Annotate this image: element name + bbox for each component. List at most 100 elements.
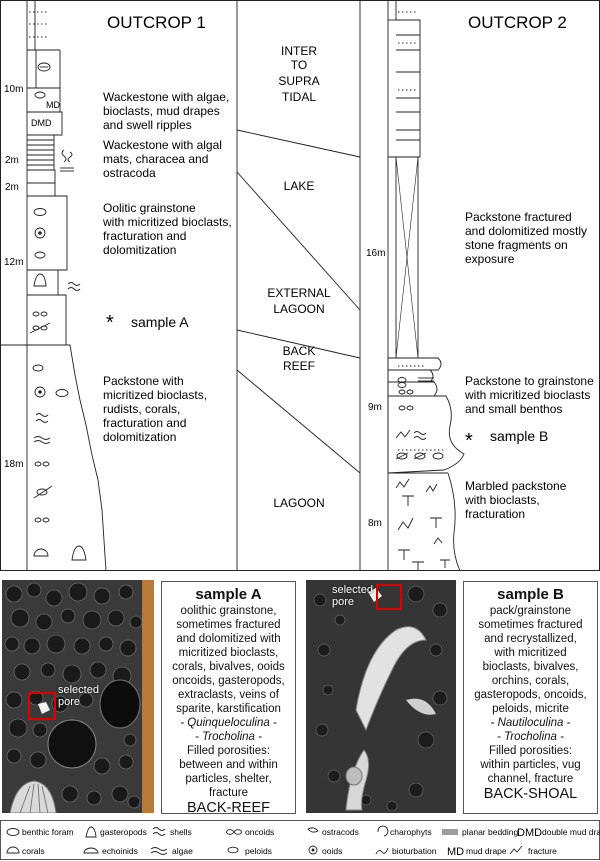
svg-text:ostracoda: ostracoda	[103, 166, 156, 180]
outcrop1-dotted-layers	[29, 11, 48, 38]
outcrop2-symbols	[395, 377, 450, 570]
svg-text:Packstone to grainstone: Packstone to grainstone	[465, 374, 594, 388]
legend-ooids: ooids	[322, 846, 342, 856]
env-back-reef: BACK REEF	[283, 344, 316, 373]
fracture-icon	[509, 845, 523, 855]
photo-a-texture	[2, 580, 154, 813]
svg-text:INTER: INTER	[281, 44, 317, 58]
sample-a-line-4: corals, bivalves, ooids	[172, 661, 285, 673]
sample-a-porosity-1: between and within	[179, 759, 278, 771]
legend-md-abbr: MD	[447, 846, 464, 858]
legend-planar-bedding: planar bedding	[462, 827, 519, 837]
sample-a-line-6: extraclasts, veins of	[178, 689, 279, 701]
outcrop1-height-4: 18m	[4, 459, 23, 470]
svg-text:fracturation and: fracturation and	[103, 416, 186, 430]
outcrop1-sample-star: *	[106, 312, 114, 334]
svg-text:bioclasts, mud drapes: bioclasts, mud drapes	[103, 104, 220, 118]
sample-b-title: sample B	[497, 586, 564, 603]
oncoids-icon	[226, 829, 242, 835]
svg-text:stone fragments on: stone fragments on	[465, 238, 568, 252]
sample-b-porosity-2: channel, fracture	[487, 773, 574, 785]
photo-a-label: selected pore	[58, 684, 99, 708]
gasteropods-icon	[85, 826, 97, 838]
sample-a-line-1: sometimes fractured	[176, 619, 281, 631]
layer-label-dmd: DMD	[31, 118, 52, 128]
outcrop2-desc-0: Packstone fractured and dolomitized most…	[465, 210, 587, 266]
legend: benthic foram gasteropods shells oncoids…	[0, 820, 600, 860]
svg-text:fracturation and: fracturation and	[103, 229, 186, 243]
svg-text:and small benthos: and small benthos	[465, 402, 562, 416]
svg-text:micritized bioclasts,: micritized bioclasts,	[103, 388, 207, 402]
outcrop1-desc-3: Packstone with micritized bioclasts, rud…	[103, 374, 207, 444]
outcrop2-height-1: 9m	[368, 402, 382, 413]
legend-mud-drape: mud drape	[466, 846, 507, 856]
outcrop1-height-0: 10m	[4, 84, 23, 95]
svg-text:with bioclasts,: with bioclasts,	[464, 493, 540, 507]
sample-a-line-5: oncoids, gasteropods,	[172, 675, 285, 687]
photo-b-label: selected pore	[332, 584, 373, 608]
svg-text:and dolomitized mostly: and dolomitized mostly	[465, 224, 587, 238]
legend-double-mud-drape: double mud drape	[542, 827, 600, 837]
sample-a-taxon-1: - Trocholina -	[195, 731, 262, 743]
svg-text:exposure: exposure	[465, 252, 515, 266]
outcrop1-title: OUTCROP 1	[107, 13, 206, 32]
legend-oncoids: oncoids	[245, 827, 274, 837]
sample-a-line-3: micritized bioclasts,	[178, 647, 279, 659]
outcrop2-sample-star: *	[465, 430, 473, 452]
outcrop2-dotted-layers	[398, 11, 445, 451]
svg-text:BACK: BACK	[283, 344, 316, 358]
sample-a-facies: BACK-REEF	[187, 800, 270, 816]
environment-column	[236, 0, 361, 571]
outcrop1-symbols	[29, 62, 87, 561]
sample-b-line-4: bioclasts, bivalves,	[482, 661, 579, 673]
sample-b-porosity-0: Filled porosities:	[488, 745, 573, 757]
ostracods-icon	[307, 827, 319, 833]
shells-icon	[152, 827, 166, 836]
legend-algae: algae	[172, 846, 193, 856]
photo-b-texture	[306, 580, 456, 813]
sample-b-line-0: pack/grainstone	[489, 605, 572, 617]
legend-gasteropods: gasteropods	[100, 827, 147, 837]
svg-text:Wackestone with algal: Wackestone with algal	[103, 138, 222, 152]
photo-b-label-line2: pore	[332, 596, 355, 608]
outcrop1-height-1: 2m	[5, 155, 19, 166]
layer-label-md: MD	[46, 100, 60, 110]
env-external-lagoon: EXTERNAL LAGOON	[267, 286, 331, 316]
outcrop1-sample-label: sample A	[131, 314, 189, 330]
outcrop1-height-2: 2m	[5, 182, 19, 193]
env-inter-supra-tidal: INTER TO SUPRA TIDAL	[278, 44, 319, 104]
svg-text:TO: TO	[291, 58, 307, 72]
svg-text:rudists, corals,: rudists, corals,	[103, 402, 180, 416]
svg-text:SUPRA: SUPRA	[278, 74, 319, 88]
svg-text:TIDAL: TIDAL	[282, 90, 316, 104]
photo-b-label-line1: selected	[332, 584, 373, 596]
outcrop2-column	[387, 0, 465, 572]
benthic-foram-icon	[6, 828, 20, 836]
algae-icon	[150, 847, 168, 855]
svg-text:REEF: REEF	[283, 359, 315, 373]
legend-charophyts: charophyts	[390, 827, 432, 837]
outcrop1-desc-0: Wackestone with algae, bioclasts, mud dr…	[103, 90, 229, 132]
sample-b-box: sample B pack/grainstone sometimes fract…	[463, 581, 598, 814]
legend-peloids: peloids	[245, 846, 272, 856]
sample-b-line-3: with micritized	[494, 647, 567, 659]
svg-text:with micritized bioclasts: with micritized bioclasts	[464, 388, 590, 402]
legend-bioturbation: bioturbation	[392, 846, 437, 856]
corals-icon	[6, 846, 20, 854]
legend-echoinids: echoinids	[102, 846, 138, 856]
outcrop2-title: OUTCROP 2	[468, 13, 567, 32]
sample-a-taxon-0: - Quinqueloculina -	[180, 717, 277, 729]
sample-a-line-0: oolithic grainstone,	[180, 605, 277, 617]
svg-text:Wackestone with algae,: Wackestone with algae,	[103, 90, 229, 104]
sample-a-porosity-3: fracture	[209, 787, 248, 799]
echoinids-icon	[83, 847, 99, 854]
svg-text:and swell ripples: and swell ripples	[103, 118, 192, 132]
photo-a-selection-box	[28, 692, 56, 720]
ooids-icon	[308, 845, 318, 855]
sample-b-line-5: orchins, corals,	[491, 675, 570, 687]
thin-section-photo-a: selected pore	[2, 580, 154, 813]
peloids-icon	[227, 846, 239, 854]
svg-text:Oolitic grainstone: Oolitic grainstone	[103, 201, 196, 215]
outcrop2-height-2: 8m	[368, 518, 382, 529]
legend-shells: shells	[170, 827, 192, 837]
